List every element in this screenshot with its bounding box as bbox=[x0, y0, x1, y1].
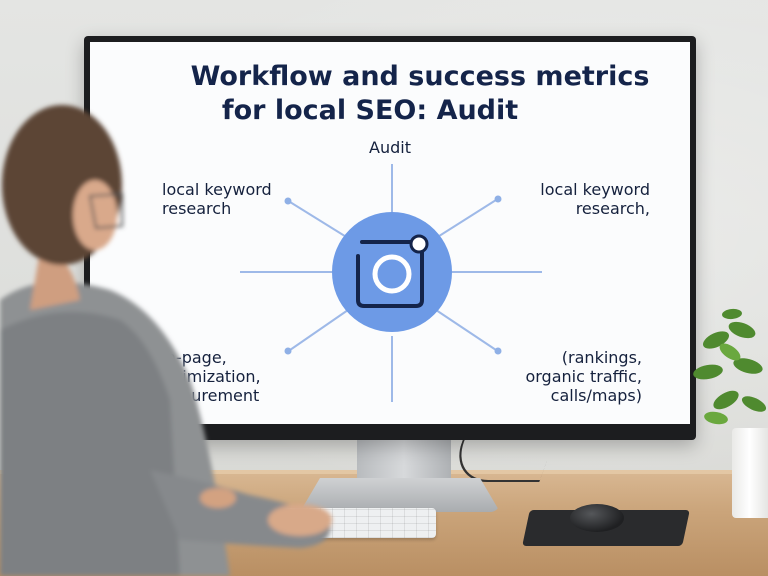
label-top-right: local keyword research, bbox=[510, 180, 650, 218]
label-top-right-line: local keyword bbox=[540, 180, 650, 199]
spoke-top-right bbox=[435, 199, 497, 239]
hub-diagram bbox=[240, 164, 542, 402]
mouse bbox=[570, 504, 624, 532]
label-bottom-right-line: (rankings, bbox=[561, 348, 642, 367]
spokes bbox=[240, 164, 542, 402]
label-top-left-line: local keyword bbox=[162, 180, 272, 199]
label-top-right-line: research, bbox=[575, 199, 650, 218]
spoke-top-left bbox=[289, 201, 349, 239]
hub-circle bbox=[332, 212, 452, 332]
plant-pot bbox=[732, 428, 768, 518]
label-bottom-right: (rankings, organic traffic, calls/maps) bbox=[502, 348, 642, 405]
monitor-stand-base bbox=[300, 478, 500, 512]
slide-title-line-1: Workflow and success metrics bbox=[190, 61, 650, 92]
plant-leaves bbox=[693, 308, 767, 425]
label-bottom-right-line: organic traffic, bbox=[525, 367, 642, 386]
spoke-bottom-left bbox=[289, 309, 349, 351]
monitor-screen: Workflow and success metrics for local S… bbox=[90, 42, 690, 424]
spoke-dot-top-right bbox=[494, 195, 502, 203]
camera-lens-icon bbox=[356, 234, 429, 308]
spoke-dot-bottom-right bbox=[494, 347, 502, 355]
label-top-left-line: research bbox=[162, 199, 232, 218]
person bbox=[0, 105, 332, 576]
spoke-dot-top-left bbox=[284, 197, 292, 205]
spoke-dot-bottom-left bbox=[284, 347, 292, 355]
spoke-bottom-right bbox=[435, 309, 497, 351]
label-audit: Audit bbox=[369, 138, 411, 157]
label-bottom-right-line: calls/maps) bbox=[550, 386, 642, 405]
label-top-left: local keyword research bbox=[162, 180, 272, 218]
slide-title-line-2: for local SEO: Audit bbox=[221, 95, 519, 126]
